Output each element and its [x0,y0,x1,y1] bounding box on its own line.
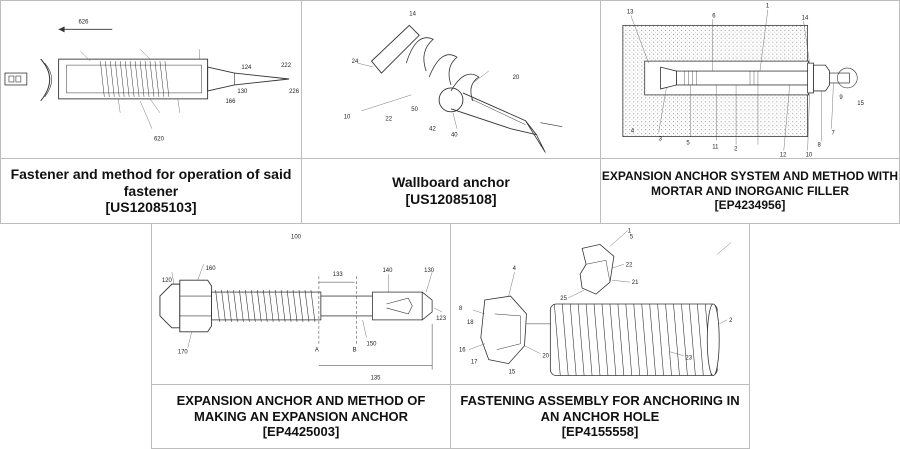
patent-card-expansion-anchor[interactable]: 100 133 140 130 120 160 170 123 150 135 … [151,223,451,449]
figure-label: 2 [729,318,733,324]
patent-caption: Wallboard anchor [US12085108] [302,158,600,223]
patent-caption: EXPANSION ANCHOR AND METHOD OF MAKING AN… [152,384,450,448]
figure-label: 13 [627,9,634,15]
patent-drawing-expansion-anchor-system: 13 6 1 14 15 4 3 5 2 11 12 10 8 7 9 [601,1,899,158]
patent-title[interactable]: FASTENING ASSEMBLY FOR ANCHORING IN AN A… [451,393,749,424]
figure-label: 18 [467,320,474,326]
figure-label: 135 [371,375,382,381]
figure-label: 11 [712,145,719,151]
figure-label: 3 [659,137,663,143]
figure-label: 14 [409,11,416,17]
figure-label: 8 [818,143,822,149]
figure-label: 22 [385,117,392,123]
patent-caption: EXPANSION ANCHOR SYSTEM AND METHOD WITH … [601,158,899,223]
figure-label: 20 [542,354,549,360]
figure-label: 170 [178,350,189,356]
patent-title[interactable]: EXPANSION ANCHOR AND METHOD OF MAKING AN… [152,393,450,424]
patent-card-expansion-anchor-system[interactable]: 13 6 1 14 15 4 3 5 2 11 12 10 8 7 9 EXPA… [600,0,900,224]
figure-label: 10 [344,115,351,121]
patent-card-fastener[interactable]: 620 626 124 222 226 130 166 Fastener and… [0,0,302,224]
patent-number[interactable]: [EP4234956] [715,198,786,212]
figure-label: A [315,348,319,354]
figure-label: 17 [471,360,478,366]
figure-label: 130 [424,268,435,274]
figure-label: 4 [513,266,517,272]
figure-label: 15 [857,101,864,107]
figure-label: 120 [162,278,173,284]
figure-label: 24 [352,59,359,65]
figure-label: 123 [436,316,447,322]
figure-label: 50 [411,107,418,113]
figure-label: 8 [459,306,463,312]
figure-label: 100 [291,234,302,240]
figure-label: 25 [560,296,567,302]
figure-label: 23 [685,356,692,362]
patent-caption: FASTENING ASSEMBLY FOR ANCHORING IN AN A… [451,384,749,448]
figure-label: 20 [513,75,520,81]
patent-card-wallboard-anchor[interactable]: 14 24 22 20 10 50 42 40 Wallboard anchor… [301,0,601,224]
figure-label: 15 [509,370,516,376]
figure-label: 130 [237,89,248,95]
figure-label: 226 [289,89,300,95]
figure-label: 40 [451,133,458,139]
figure-label: 7 [831,131,835,137]
patent-drawing-fastening-assembly: 1 5 4 22 21 25 2 23 16 8 20 17 15 18 [451,224,749,384]
patent-drawing-expansion-anchor: 100 133 140 130 120 160 170 123 150 135 … [152,224,450,384]
patent-card-fastening-assembly[interactable]: 1 5 4 22 21 25 2 23 16 8 20 17 15 18 FAS… [450,223,750,449]
figure-label: 1 [766,3,770,9]
figure-label: 124 [241,65,252,71]
figure-label: 6 [712,13,716,19]
figure-label: 42 [429,127,436,133]
patent-title[interactable]: Wallboard anchor [392,174,510,191]
patent-drawing-wallboard-anchor: 14 24 22 20 10 50 42 40 [302,1,600,158]
figure-label: 222 [281,63,292,69]
figure-label: 626 [78,19,89,25]
figure-label: 150 [367,342,378,348]
patent-caption: Fastener and method for operation of sai… [1,158,301,223]
figure-label: 22 [626,262,633,268]
figure-label: 5 [630,234,634,240]
patent-title[interactable]: EXPANSION ANCHOR SYSTEM AND METHOD WITH … [601,169,899,198]
patent-number[interactable]: [EP4425003] [263,424,340,440]
patent-number[interactable]: [EP4155558] [562,424,639,440]
patent-drawing-fastener: 620 626 124 222 226 130 166 [1,1,301,158]
figure-label: 14 [802,15,809,21]
figure-label: 21 [632,280,639,286]
figure-label: B [353,348,357,354]
figure-label: 166 [226,99,237,105]
figure-label: 140 [382,268,393,274]
figure-label: 5 [686,141,690,147]
figure-label: 133 [333,272,344,278]
patent-number[interactable]: [US12085108] [405,191,496,208]
patent-title[interactable]: Fastener and method for operation of sai… [9,166,293,200]
patent-number[interactable]: [US12085103] [105,199,196,216]
figure-label: 620 [154,137,165,143]
figure-label: 160 [206,266,217,272]
figure-label: 2 [734,147,738,153]
figure-label: 16 [459,348,466,354]
figure-label: 9 [839,95,843,101]
